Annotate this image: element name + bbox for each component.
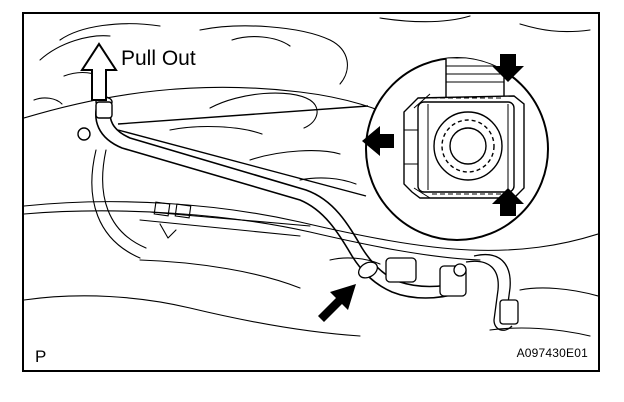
squeeze-arrow-bottom-icon bbox=[492, 188, 524, 216]
pull-out-label: Pull Out bbox=[121, 47, 196, 70]
figure-code-label: A097430E01 bbox=[516, 346, 588, 360]
connection-pointer-arrow-icon bbox=[318, 284, 356, 322]
magnified-detail bbox=[362, 54, 549, 241]
background-linework bbox=[24, 15, 598, 337]
squeeze-arrow-top-icon bbox=[492, 54, 524, 82]
magnifier-leader bbox=[117, 105, 369, 197]
hose-end-connector bbox=[77, 96, 113, 141]
view-marker-label: P bbox=[35, 347, 47, 366]
release-arrow-left-icon bbox=[362, 126, 394, 156]
pull-out-arrow-icon bbox=[80, 42, 118, 101]
fuel-vapor-hose bbox=[95, 101, 463, 299]
pump-side-connector bbox=[358, 254, 519, 331]
